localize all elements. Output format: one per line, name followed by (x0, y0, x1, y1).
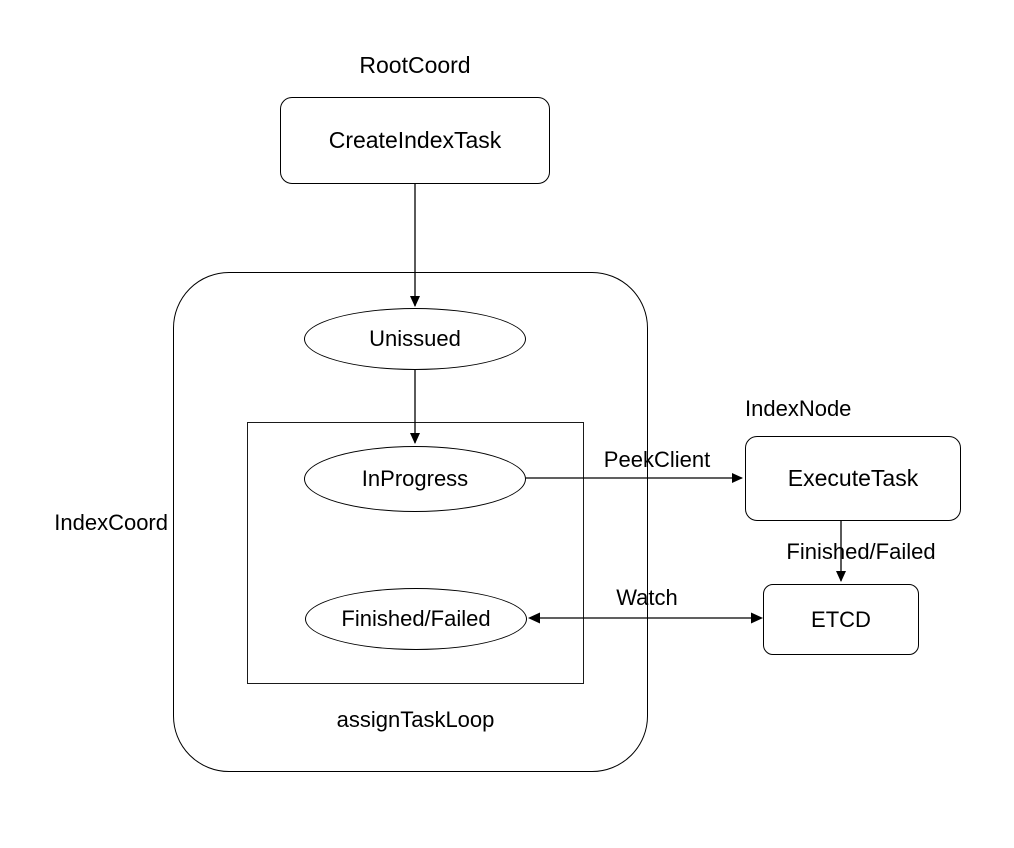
node-finished-failed: Finished/Failed (305, 588, 527, 650)
assign-task-loop-label: assignTaskLoop (336, 707, 495, 732)
node-finished-failed-label: Finished/Failed (341, 606, 491, 631)
node-execute-task: ExecuteTask (745, 436, 961, 521)
node-unissued-label: Unissued (369, 326, 461, 351)
node-in-progress: InProgress (304, 446, 526, 512)
node-unissued: Unissued (304, 308, 526, 370)
arrow-watch-head-right (751, 612, 763, 624)
node-etcd: ETCD (763, 584, 919, 655)
index-coord-container (173, 272, 648, 772)
edge-label-finished-failed: Finished/Failed (786, 539, 936, 564)
index-coord-region-label: IndexCoord (54, 510, 168, 535)
index-node-region-label: IndexNode (745, 396, 852, 421)
node-create-index-task-label: CreateIndexTask (328, 127, 502, 153)
node-in-progress-label: InProgress (361, 466, 469, 491)
node-etcd-label: ETCD (811, 606, 871, 632)
node-execute-task-label: ExecuteTask (787, 465, 919, 491)
node-create-index-task: CreateIndexTask (280, 97, 550, 184)
edge-label-watch: Watch (616, 585, 678, 610)
root-coord-region-label: RootCoord (359, 52, 471, 78)
edge-label-peek-client: PeekClient (603, 447, 711, 472)
